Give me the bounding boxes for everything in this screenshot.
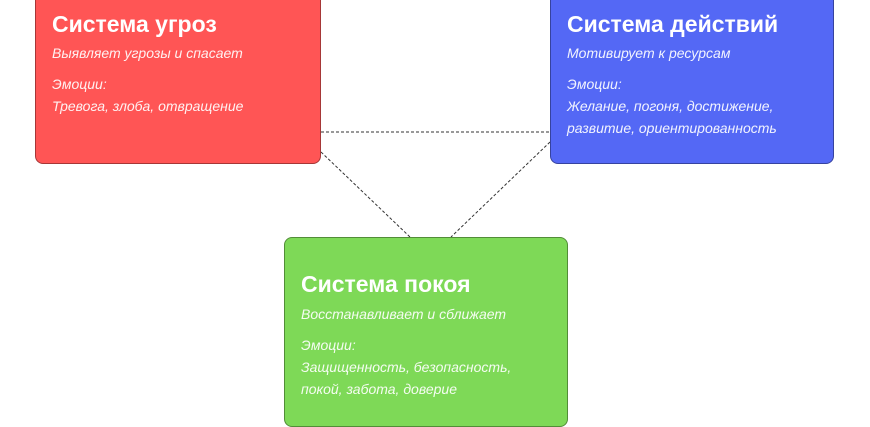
soothing-system-title: Система покоя bbox=[301, 271, 471, 297]
threat-system-subtitle: Выявляет угрозы и спасает bbox=[52, 45, 243, 61]
threat-system-box: Система угроз Выявляет угрозы и спасает … bbox=[35, 0, 321, 164]
threat-system-emotions: Эмоции: Тревога, злоба, отвращение bbox=[52, 73, 243, 117]
threat-system-title: Система угроз bbox=[52, 11, 217, 37]
soothing-system-subtitle: Восстанавливает и сближает bbox=[301, 306, 507, 322]
drive-system-box: Система действий Мотивирует к ресурсам Э… bbox=[550, 0, 834, 164]
emotions-line: развитие, ориентированность bbox=[567, 120, 777, 136]
emotions-label: Эмоции: bbox=[567, 76, 622, 92]
soothing-system-box: Система покоя Восстанавливает и сближает… bbox=[284, 237, 568, 427]
emotions-label: Эмоции: bbox=[301, 337, 356, 353]
soothing-system-emotions: Эмоции: Защищенность, безопасность, поко… bbox=[301, 334, 511, 400]
connector-threat-soothing bbox=[320, 151, 411, 238]
emotions-line: покой, забота, доверие bbox=[301, 381, 457, 397]
emotions-line: Тревога, злоба, отвращение bbox=[52, 98, 244, 114]
connector-lines bbox=[320, 131, 551, 238]
drive-system-subtitle: Мотивирует к ресурсам bbox=[567, 45, 731, 61]
emotions-line: Защищенность, безопасность, bbox=[301, 359, 512, 375]
emotions-line: Желание, погоня, достижение, bbox=[567, 98, 774, 114]
drive-system-emotions: Эмоции: Желание, погоня, достижение, раз… bbox=[567, 73, 777, 139]
emotions-label: Эмоции: bbox=[52, 76, 107, 92]
drive-system-title: Система действий bbox=[567, 11, 779, 37]
connector-drive-soothing bbox=[450, 141, 551, 238]
